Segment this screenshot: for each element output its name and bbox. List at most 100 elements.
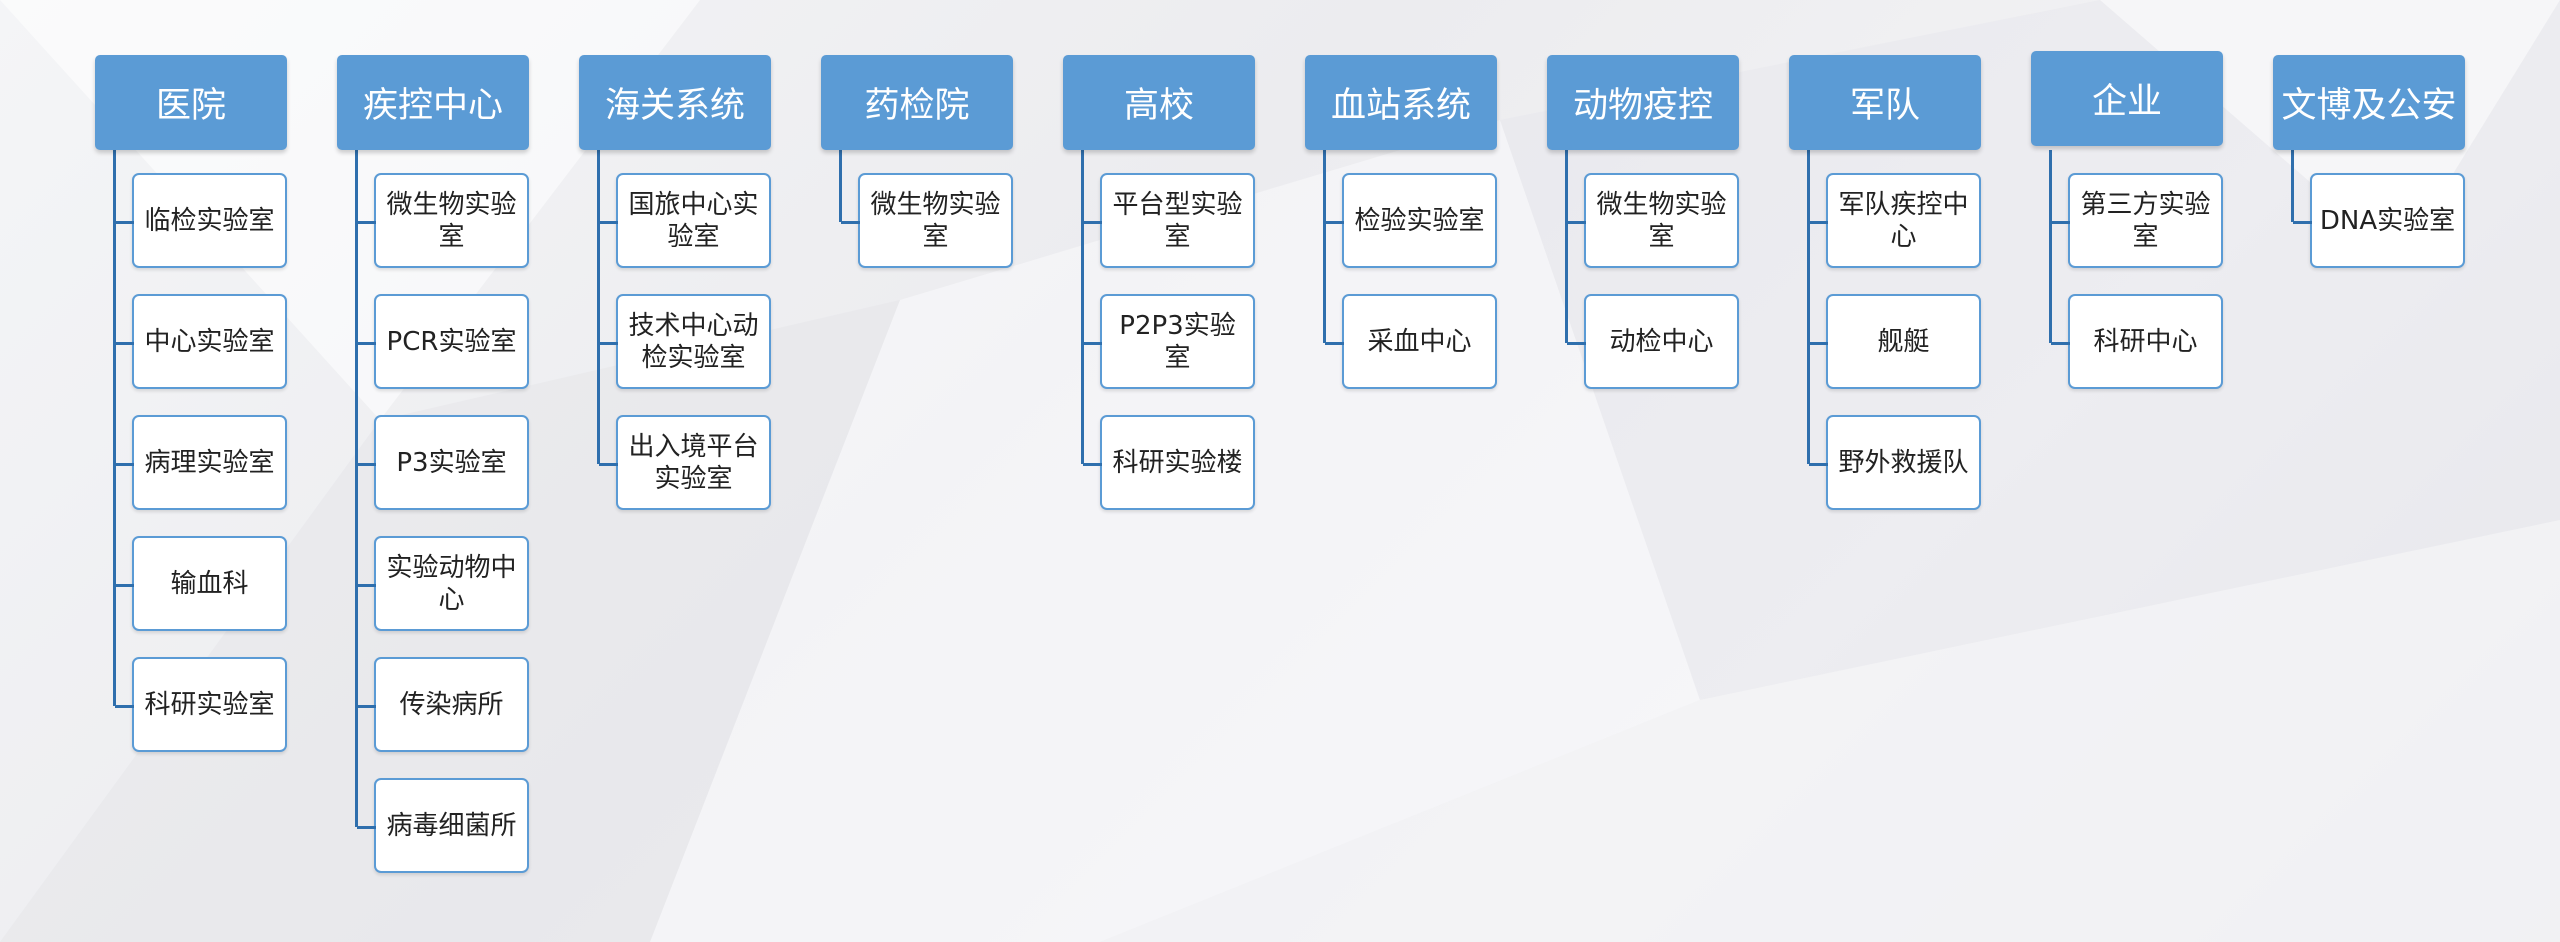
connector-branch [1567,221,1586,224]
lab-node-label: 野外救援队 [1838,447,1969,478]
lab-node: P3实验室 [357,415,529,510]
connector-branch [1083,221,1102,224]
lab-node: 传染病所 [357,657,529,752]
connector-branch [1809,342,1828,345]
connector-branch [115,342,134,345]
connector-branch [599,463,618,466]
lab-node-label: 中心实验室 [144,326,275,357]
lab-node: 检验实验室 [1325,173,1497,268]
lab-node: 实验动物中心 [357,536,529,631]
lab-node: 国旅中心实验室 [599,173,771,268]
lab-node-label: 微生物实验室 [1596,189,1727,252]
lab-node: 微生物实验室 [1567,173,1739,268]
lab-node: 采血中心 [1325,294,1497,389]
lab-node-label: 采血中心 [1367,326,1472,357]
lab-node-label: 科研实验楼 [1112,447,1243,478]
lab-node-label: 国旅中心实验室 [628,189,759,252]
connector-branch [357,826,376,829]
lab-node-label: 传染病所 [399,689,504,720]
connector-trunk [355,150,358,827]
lab-node-label: 临检实验室 [144,205,275,236]
connector-branch [357,463,376,466]
connector-branch [357,584,376,587]
lab-node: PCR实验室 [357,294,529,389]
lab-node-label: P3实验室 [396,447,507,478]
connector-branch [2051,221,2070,224]
connector-branch [2293,221,2312,224]
connector-branch [2051,342,2070,345]
connector-branch [599,342,618,345]
connector-branch [1325,221,1344,224]
category-header: 企业 [2031,51,2223,146]
lab-node-label: 病毒细菌所 [386,810,517,841]
connector-trunk [1565,150,1568,343]
connector-branch [1325,342,1344,345]
lab-node: 技术中心动检实验室 [599,294,771,389]
connector-trunk [1081,150,1084,464]
lab-node-label: 科研中心 [2093,326,2198,357]
lab-node-label: 实验动物中心 [386,552,517,615]
lab-node: 输血科 [115,536,287,631]
lab-node-label: PCR实验室 [386,326,517,357]
lab-node: 科研实验楼 [1083,415,1255,510]
lab-node: 科研实验室 [115,657,287,752]
lab-node: 野外救援队 [1809,415,1981,510]
connector-branch [115,463,134,466]
lab-node-label: 微生物实验室 [386,189,517,252]
lab-node: 动检中心 [1567,294,1739,389]
lab-node-label: 出入境平台实验室 [628,431,759,494]
connector-trunk [1807,150,1810,464]
connector-trunk [597,150,600,464]
lab-node: 病毒细菌所 [357,778,529,873]
connector-branch [115,584,134,587]
connector-branch [599,221,618,224]
lab-node-label: 微生物实验室 [870,189,1001,252]
lab-node-label: 第三方实验室 [2080,189,2211,252]
connector-branch [1809,463,1828,466]
lab-node: 微生物实验室 [841,173,1013,268]
lab-node: P2P3实验室 [1083,294,1255,389]
lab-node-label: 科研实验室 [144,689,275,720]
connector-branch [357,221,376,224]
category-header: 药检院 [821,55,1013,150]
connector-trunk [839,150,842,222]
category-header: 动物疫控 [1547,55,1739,150]
connector-trunk [2291,150,2294,222]
lab-node-label: 平台型实验室 [1112,189,1243,252]
lab-node-label: 动检中心 [1609,326,1714,357]
category-header: 医院 [95,55,287,150]
category-header: 海关系统 [579,55,771,150]
connector-branch [1083,463,1102,466]
lab-node: DNA实验室 [2293,173,2465,268]
lab-node-label: P2P3实验室 [1119,310,1236,373]
lab-node-label: 军队疾控中心 [1838,189,1969,252]
connector-branch [357,342,376,345]
category-header: 文博及公安 [2273,55,2465,150]
lab-node-label: 舰艇 [1877,326,1930,357]
lab-node-label: 检验实验室 [1354,205,1485,236]
connector-branch [1809,221,1828,224]
connector-branch [115,705,134,708]
connector-branch [1567,342,1586,345]
connector-branch [841,221,860,224]
category-header: 疾控中心 [337,55,529,150]
lab-node-label: DNA实验室 [2319,205,2456,236]
lab-node: 舰艇 [1809,294,1981,389]
connector-trunk [1323,150,1326,343]
connector-branch [357,705,376,708]
category-header: 军队 [1789,55,1981,150]
lab-node: 出入境平台实验室 [599,415,771,510]
lab-node: 平台型实验室 [1083,173,1255,268]
lab-node: 微生物实验室 [357,173,529,268]
category-header: 血站系统 [1305,55,1497,150]
lab-node: 科研中心 [2051,294,2223,389]
lab-node: 第三方实验室 [2051,173,2223,268]
connector-trunk [113,150,116,706]
lab-node: 临检实验室 [115,173,287,268]
connector-branch [1083,342,1102,345]
category-header: 高校 [1063,55,1255,150]
lab-node: 病理实验室 [115,415,287,510]
lab-node: 军队疾控中心 [1809,173,1981,268]
lab-node: 中心实验室 [115,294,287,389]
